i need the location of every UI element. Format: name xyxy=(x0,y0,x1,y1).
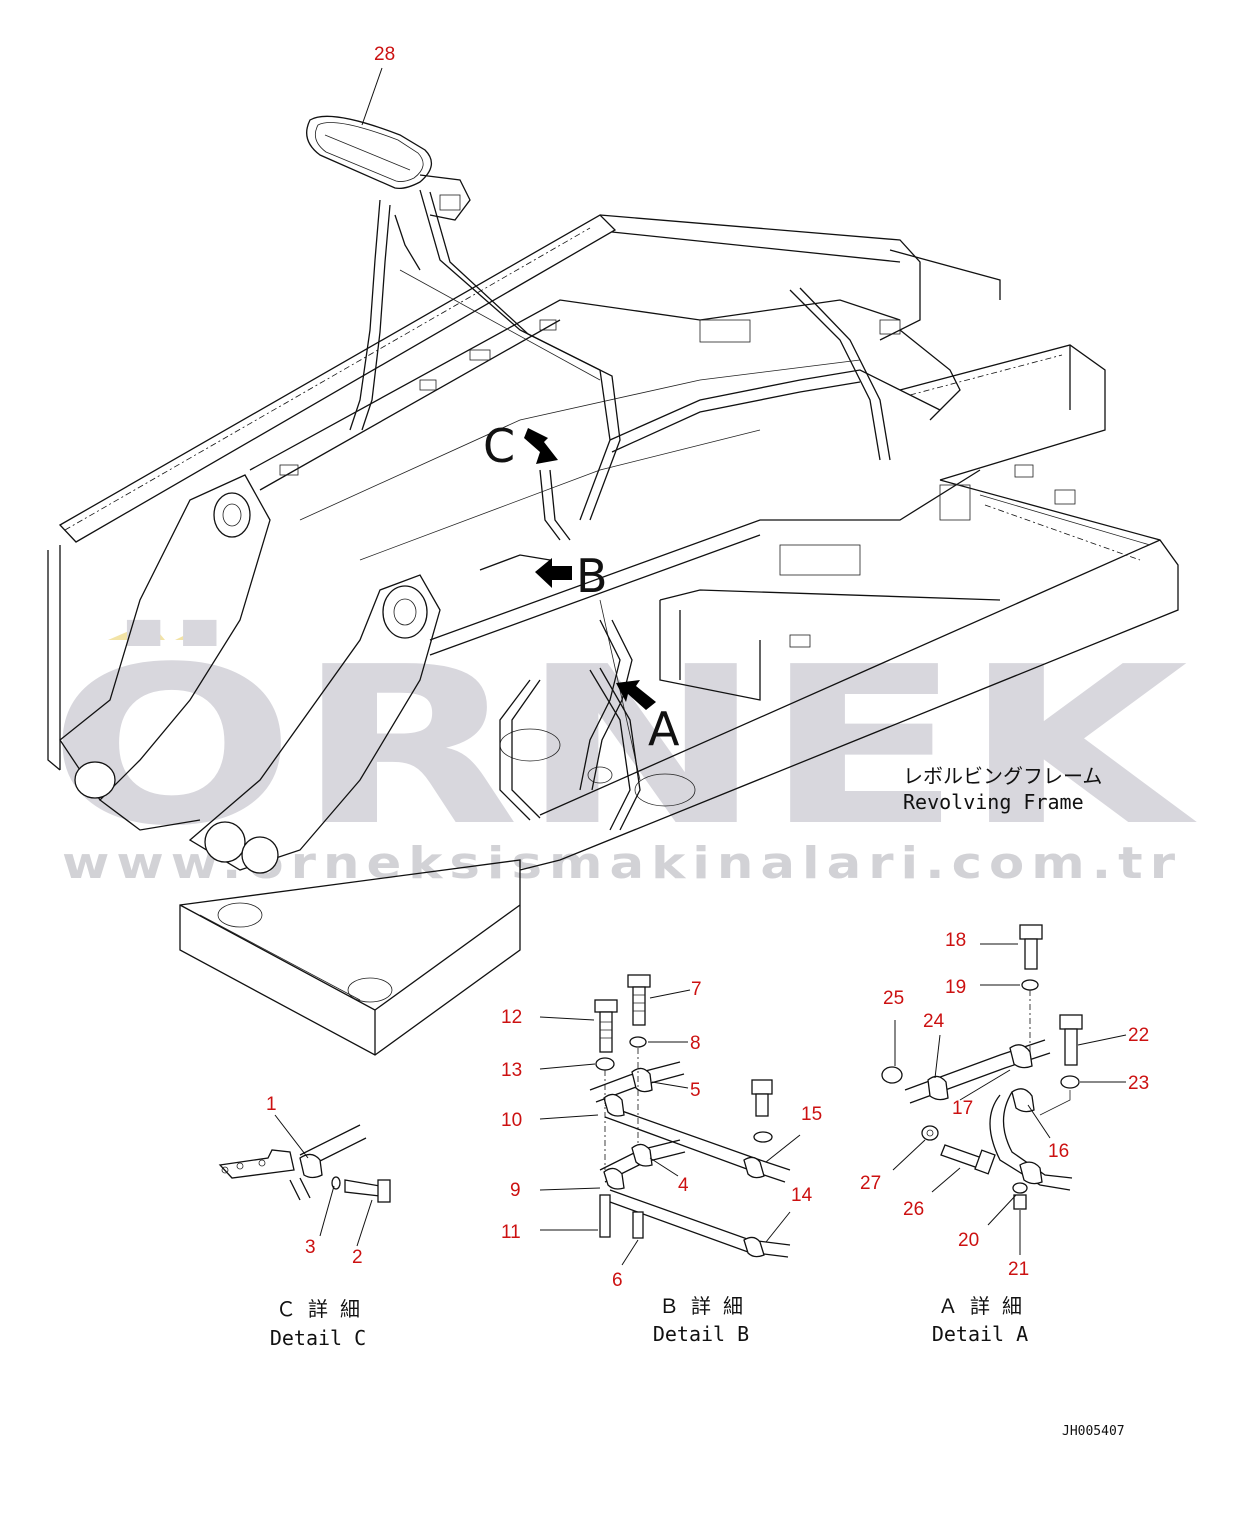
revolving-frame-drawing xyxy=(47,189,1179,1056)
callout-5: 5 xyxy=(690,1080,701,1101)
arrow-c-icon xyxy=(524,428,558,464)
callout-labels: 1 2 3 4 5 6 7 8 9 10 11 12 13 14 15 16 1… xyxy=(266,44,1149,1291)
callout-7: 7 xyxy=(691,979,702,1000)
callout-11: 11 xyxy=(501,1222,521,1243)
callout-23: 23 xyxy=(1128,1073,1149,1094)
detail-c-drawing xyxy=(218,1114,391,1247)
callout-3: 3 xyxy=(305,1237,316,1258)
arrow-b-icon xyxy=(535,558,572,588)
callout-2: 2 xyxy=(352,1247,363,1268)
callout-27: 27 xyxy=(860,1173,881,1194)
callout-20: 20 xyxy=(958,1230,979,1251)
callout-26: 26 xyxy=(903,1199,924,1220)
callout-9: 9 xyxy=(510,1180,521,1201)
view-arrow-c: C xyxy=(483,419,558,473)
callout-19: 19 xyxy=(945,977,966,998)
callout-14: 14 xyxy=(791,1185,813,1206)
detail-c-english: Detail C xyxy=(270,1326,366,1350)
callout-17: 17 xyxy=(952,1098,973,1119)
part-28-assembly xyxy=(306,115,471,271)
callout-12: 12 xyxy=(501,1007,522,1028)
callout-1: 1 xyxy=(266,1094,277,1115)
detail-c-japanese: Ｃ 詳 細 xyxy=(276,1297,360,1321)
callout-25: 25 xyxy=(883,988,904,1009)
view-label-b: B xyxy=(576,549,608,603)
view-label-c: C xyxy=(483,419,515,473)
detail-b-english: Detail B xyxy=(653,1322,749,1346)
frame-label-japanese: レボルビングフレーム xyxy=(903,764,1102,788)
frame-label-english: Revolving Frame xyxy=(903,790,1084,814)
callout-4: 4 xyxy=(678,1175,689,1196)
detail-a-english: Detail A xyxy=(932,1322,1028,1346)
callout-6: 6 xyxy=(612,1270,623,1291)
watermark-accent-left xyxy=(108,622,165,640)
view-arrow-b: B xyxy=(535,549,608,603)
callout-18: 18 xyxy=(945,930,966,951)
watermark-accent-right xyxy=(175,622,215,640)
callout-21: 21 xyxy=(1008,1259,1029,1280)
detail-b-japanese: Ｂ 詳 細 xyxy=(659,1294,743,1318)
callout-15: 15 xyxy=(801,1104,822,1125)
drawing-code: JH005407 xyxy=(1062,1424,1125,1439)
detail-a-japanese: Ａ 詳 細 xyxy=(938,1294,1022,1318)
callout-10: 10 xyxy=(501,1110,522,1131)
detail-b-drawing xyxy=(539,974,801,1266)
callout-16: 16 xyxy=(1048,1141,1069,1162)
callout-24: 24 xyxy=(923,1011,945,1032)
view-arrow-a: A xyxy=(616,680,680,756)
callout-13: 13 xyxy=(501,1060,522,1081)
detail-a-drawing xyxy=(881,924,1127,1255)
callout-8: 8 xyxy=(690,1033,701,1054)
arrow-a-icon xyxy=(616,680,656,710)
callout-22: 22 xyxy=(1128,1025,1149,1046)
view-label-a: A xyxy=(648,702,680,756)
callout-28: 28 xyxy=(374,44,395,65)
detail-captions: Ｃ 詳 細 Detail C Ｂ 詳 細 Detail B Ａ 詳 細 Deta… xyxy=(270,1294,1028,1350)
